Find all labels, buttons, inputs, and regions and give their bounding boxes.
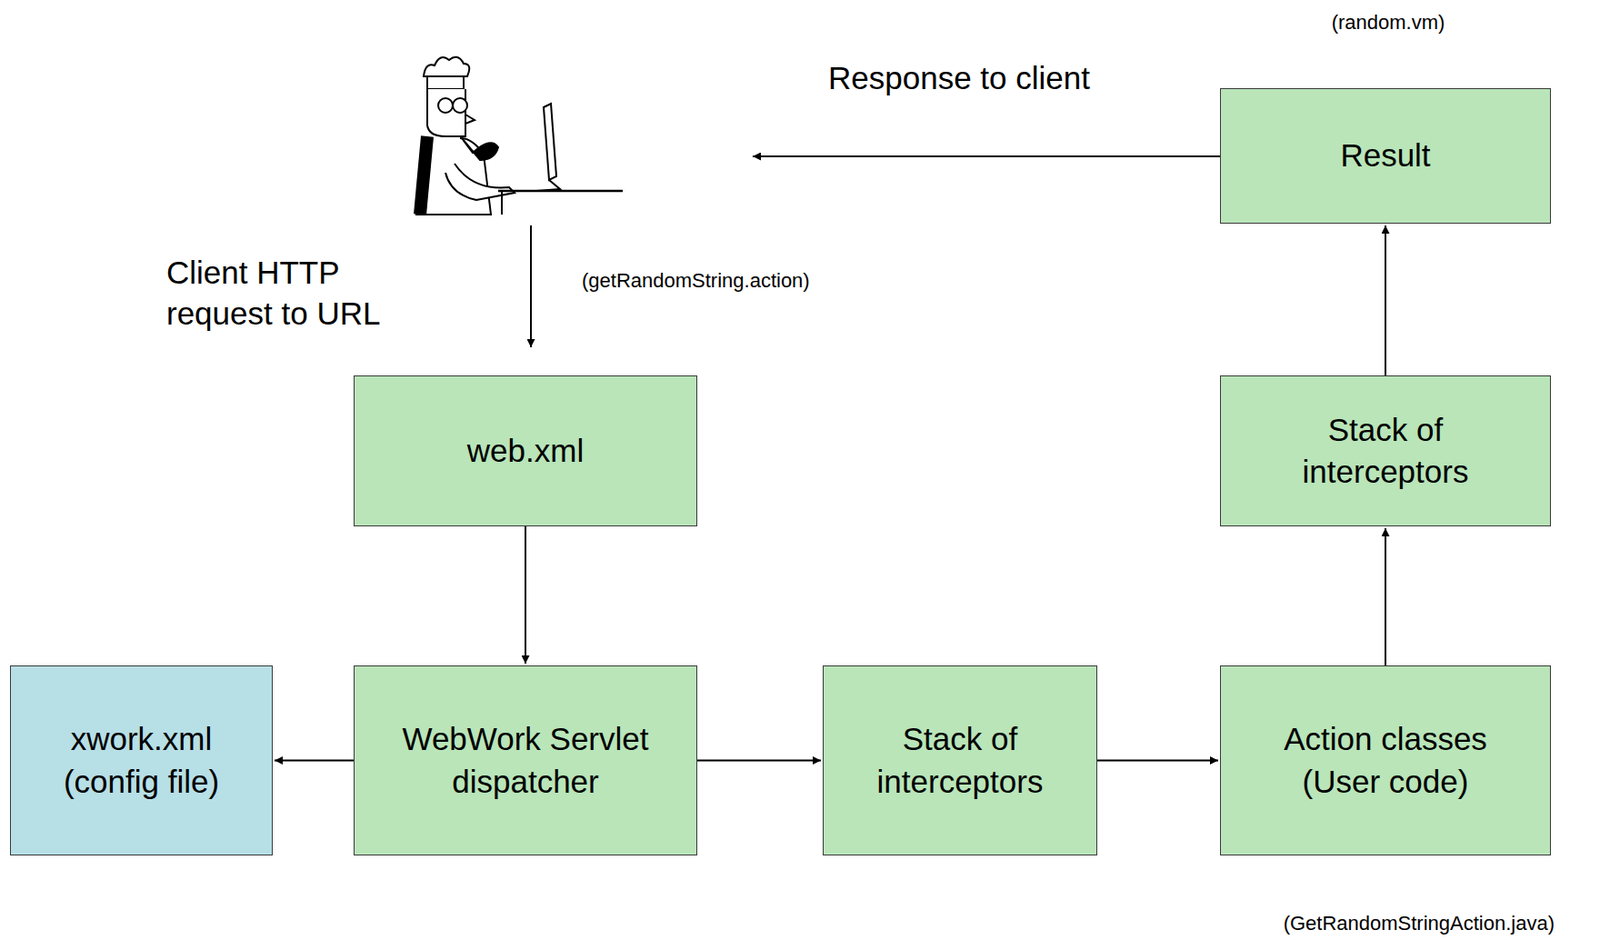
process-box: xwork.xml (config file) [10, 665, 273, 856]
box-text-group: WebWork Servlet dispatcher [375, 718, 676, 802]
tie [461, 138, 499, 160]
glasses [452, 98, 468, 113]
client-illustration [416, 57, 623, 215]
flow-arrow [1384, 528, 1387, 666]
flow-arrow [274, 760, 354, 762]
box-text-group: Action classes (User code) [1256, 718, 1516, 802]
flow-arrow [697, 760, 821, 762]
process-box: WebWork Servlet dispatcher [353, 665, 698, 856]
desk [498, 190, 623, 193]
flow-arrow [1097, 760, 1219, 762]
nose [465, 114, 475, 124]
shirt-shade [420, 136, 428, 215]
flow-arrow [524, 526, 527, 664]
box-text-group: Stack of interceptors [855, 718, 1065, 802]
request-arrow [530, 225, 532, 348]
box-label: web.xml [467, 430, 584, 472]
flow-arrow [1384, 225, 1387, 376]
action-file-note: (GetRandomStringAction.java) [1283, 910, 1555, 938]
process-box: web.xml [353, 375, 698, 527]
arm [445, 163, 515, 200]
box-text-group: Result [1340, 134, 1430, 177]
process-box: Stack of interceptors [822, 665, 1098, 856]
process-box: Action classes (User code) [1220, 665, 1551, 856]
box-label: Stack of interceptors [1280, 409, 1490, 493]
hat-top [423, 57, 470, 77]
response-label: Response to client [828, 57, 1090, 100]
box-label: WebWork Servlet dispatcher [375, 718, 676, 802]
box-text-group: web.xml [467, 430, 584, 472]
process-box: Result [1220, 88, 1551, 224]
glasses [438, 98, 453, 113]
url-note: (getRandomString.action) [581, 268, 810, 295]
request-label: Client HTTP request to URL [166, 251, 412, 335]
template-file-note: (random.vm) [1331, 10, 1446, 37]
response-arrow [752, 155, 1220, 158]
process-box: Stack of interceptors [1220, 375, 1551, 527]
desk-leg [500, 190, 503, 215]
monitor-stand [536, 180, 560, 191]
box-text-group: Stack of interceptors [1280, 409, 1490, 493]
box-text-group: xwork.xml (config file) [34, 718, 249, 802]
box-label: Action classes (User code) [1256, 718, 1516, 802]
monitor [543, 103, 557, 180]
box-label: Stack of interceptors [855, 718, 1065, 802]
box-label: xwork.xml (config file) [34, 718, 249, 802]
box-label: Result [1340, 134, 1430, 177]
